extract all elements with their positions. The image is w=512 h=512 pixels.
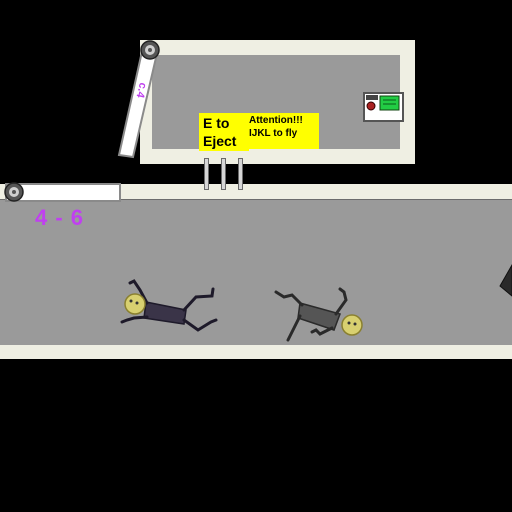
pivot-gear-icon — [4, 182, 24, 202]
ragdoll-left — [120, 279, 218, 332]
support-bar — [221, 158, 226, 190]
corridor-ceiling — [0, 184, 512, 200]
level-indicator: 4 - 6 — [35, 205, 85, 230]
corridor-background — [0, 200, 512, 345]
ragdoll-right — [274, 287, 363, 342]
control-screen — [379, 95, 400, 111]
rotated-panel[interactable]: c.4 — [117, 45, 160, 159]
rotated-panel-label: c.4 — [133, 81, 148, 99]
eject-sign: E to Eject — [199, 113, 249, 151]
control-panel[interactable] — [363, 92, 404, 122]
pivot-gear-icon — [140, 40, 160, 60]
corridor-ceiling-edge — [0, 199, 512, 200]
support-bar — [204, 158, 209, 190]
red-button-icon[interactable] — [366, 101, 376, 111]
panel-grille — [366, 95, 378, 100]
corridor-floor — [0, 345, 512, 359]
edge-object — [499, 263, 512, 297]
attention-sign: Attention!!! IJKL to fly — [245, 113, 319, 149]
support-bar — [238, 158, 243, 190]
